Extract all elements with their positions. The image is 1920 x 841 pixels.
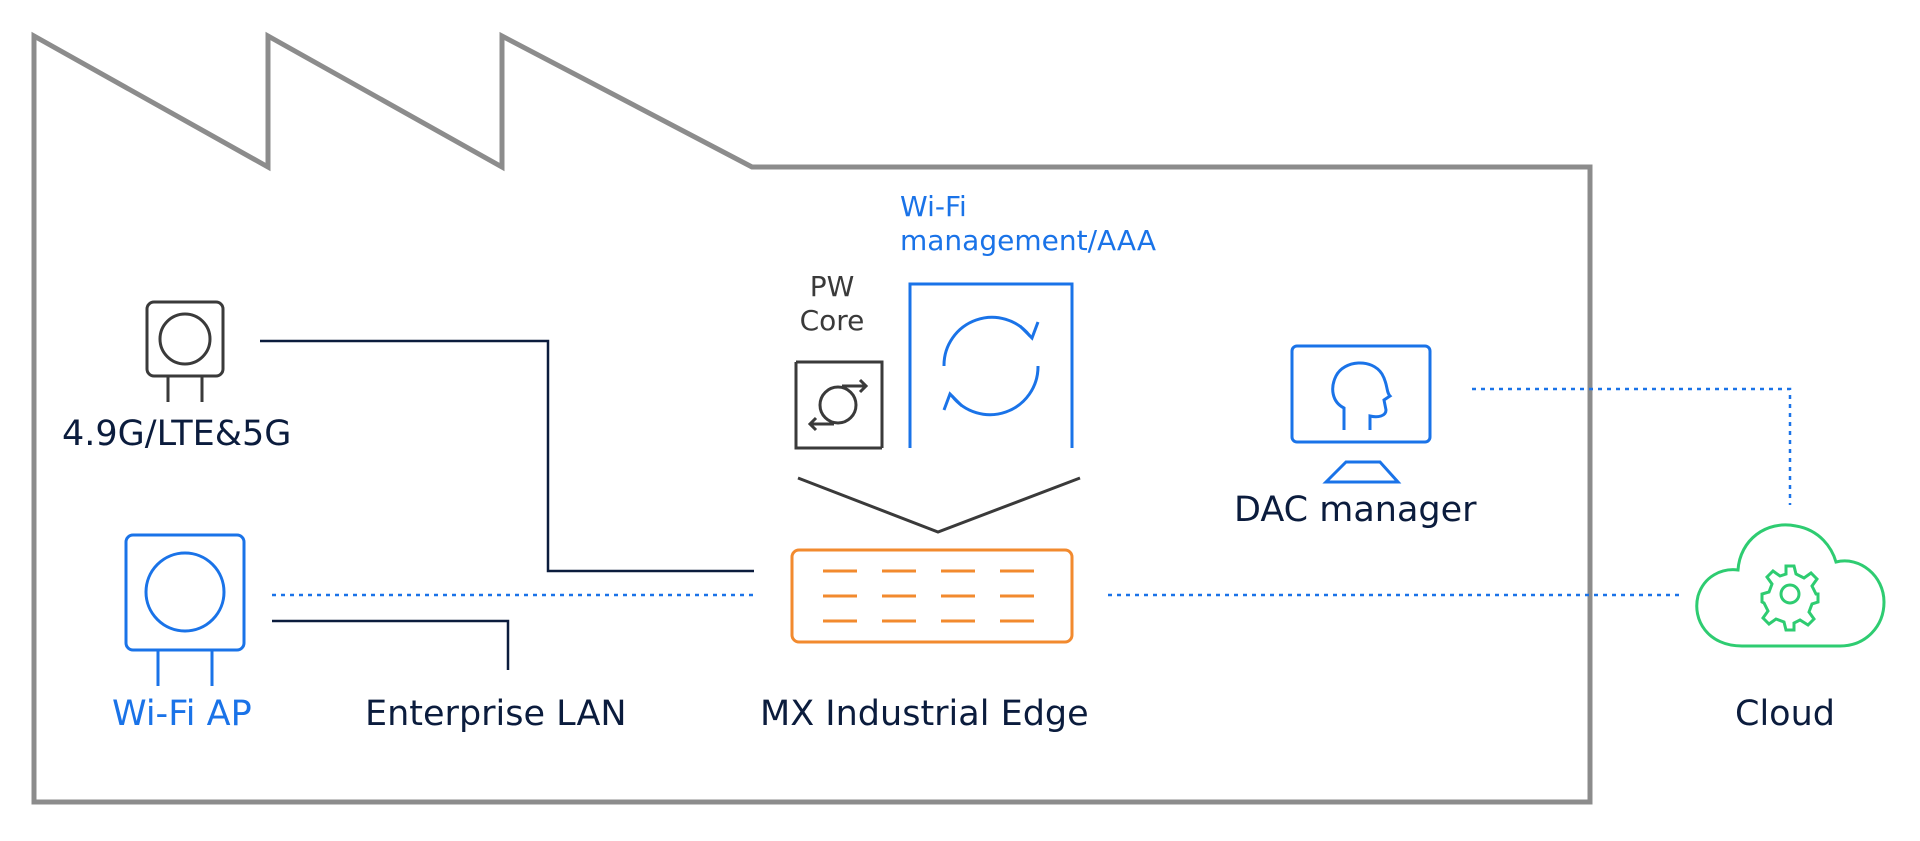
mx-edge-server-icon xyxy=(790,548,1074,644)
lte-connector-line xyxy=(260,339,754,573)
cloud-gear-icon xyxy=(1695,523,1886,648)
label-lte-5g: 4.9G/LTE&5G xyxy=(62,414,292,454)
wifi-ap-icon xyxy=(124,533,246,686)
radio-antenna-icon xyxy=(145,300,225,402)
pw-core-icon xyxy=(794,360,884,450)
label-pw-core-line1: PW xyxy=(809,270,855,303)
lan-connector-line xyxy=(272,619,510,670)
label-pw-core-line2: Core xyxy=(799,303,865,337)
label-cloud: Cloud xyxy=(1735,694,1835,734)
label-mx-industrial-edge: MX Industrial Edge xyxy=(760,694,1089,734)
label-wifi-management: Wi-Fi management/AAA xyxy=(900,190,1156,257)
converge-chevron xyxy=(797,476,1081,534)
label-enterprise-lan: Enterprise LAN xyxy=(365,694,627,734)
wifi-management-icon xyxy=(908,282,1074,448)
label-pw-core: PW Core xyxy=(796,270,868,337)
label-wifi-management-line2: management/AAA xyxy=(900,223,1157,257)
factory-outline xyxy=(31,31,1593,805)
dac-manager-monitor-icon xyxy=(1290,344,1432,484)
label-dac-manager: DAC manager xyxy=(1234,490,1477,530)
dac-cloud-dotted-link xyxy=(1472,387,1792,505)
label-wifi-ap: Wi-Fi AP xyxy=(112,694,252,734)
label-wifi-management-line1: Wi-Fi xyxy=(900,190,967,223)
